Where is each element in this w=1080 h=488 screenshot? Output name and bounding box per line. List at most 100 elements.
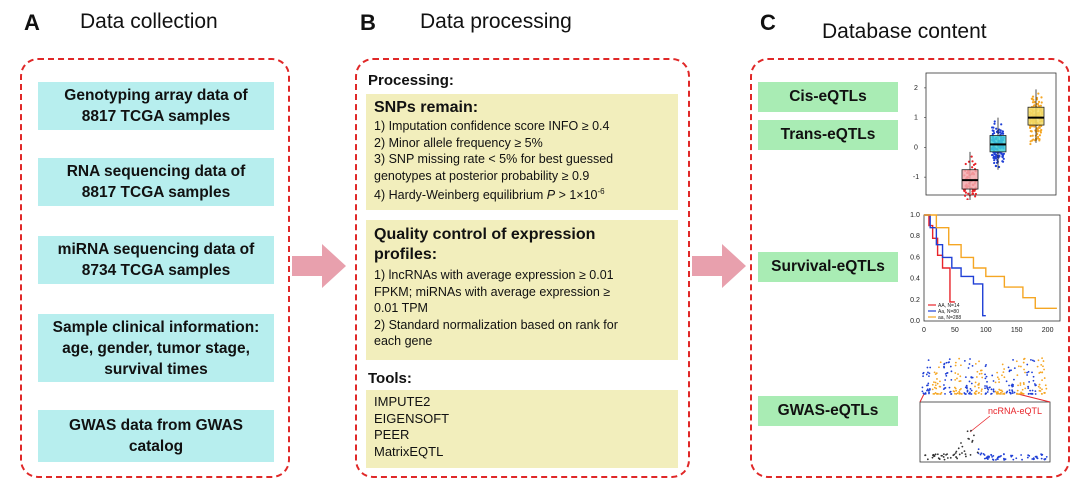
y-tick-label: 1 [914,115,918,122]
locus-point [996,457,999,460]
y-tick-label: 0.0 [910,318,920,325]
gwas-point [985,375,988,378]
tool-item: MatrixEQTL [374,443,444,459]
data-point [1037,92,1040,95]
tool-item: PEER [374,427,410,442]
locus-point [991,455,993,458]
locus-point [934,453,937,456]
gwas-point [1045,387,1048,390]
data-point [1001,155,1004,159]
locus-point [973,434,975,437]
gwas-point [992,390,995,392]
locus-point [932,454,934,457]
x-tick-label: 50 [951,327,959,334]
data-point [1033,125,1036,128]
gwas-annotation: ncRNA-eQTL [988,406,1042,416]
data-point [1037,100,1041,103]
locus-point [949,456,952,459]
gwas-point [960,393,963,395]
gwas-point [1026,371,1029,374]
locus-point [942,456,945,458]
y-tick-label: -1 [913,174,919,181]
gwas-point [949,365,952,368]
gwas-point [981,376,984,379]
data-point [1033,101,1036,104]
data-point [1035,96,1039,100]
locus-point [955,456,958,459]
gwas-point [1042,365,1044,368]
locus-point [1021,458,1023,461]
gwas-point [970,393,973,395]
gwas-point [939,393,941,395]
locus-point [1012,458,1015,461]
gwas-point [944,379,947,381]
locus-point [924,454,927,457]
gwas-point [1034,390,1037,393]
data-point [990,126,994,129]
gwas-point [954,361,957,364]
gwas-point [928,372,931,375]
data-point [998,155,1001,158]
gwas-point [996,371,999,374]
locus-point [977,448,980,451]
gwas-point [1013,391,1016,394]
locus-point [936,453,939,456]
gwas-point [928,391,930,394]
data-point [963,189,966,193]
locus-point [998,455,1001,458]
qc-item: FPKM; miRNAs with average expression ≥ [374,284,611,299]
gwas-point [1031,359,1034,362]
data-point [1036,135,1040,138]
gwas-point [934,381,937,384]
data-point [971,166,974,169]
gwas-point [989,386,991,389]
y-tick-label: 1.0 [910,212,920,219]
gwas-point [947,361,950,364]
locus-point [992,454,995,457]
gwas-point [1027,393,1030,395]
locus-point [954,452,957,454]
gwas-point [991,374,994,377]
locus-point [952,454,955,457]
gwas-point [986,391,989,393]
gwas-point [974,392,976,395]
collection-box-clinical: Sample clinical information: age, gender… [38,314,274,382]
legend-label: Aa, N=80 [938,309,959,315]
gwas-point [980,393,983,395]
gwas-point [966,390,969,393]
snps-item: 2) Minor allele frequency ≥ 5% [374,135,543,150]
gwas-point [965,393,967,395]
locus-point [987,455,989,458]
locus-point [1020,454,1023,456]
gwas-point [939,385,942,388]
data-point [1031,134,1034,137]
gwas-point [967,367,970,369]
gwas-point [968,380,971,383]
gwas-point [954,378,957,381]
gwas-point [944,393,946,395]
y-tick-label: 0.2 [910,297,920,304]
collection-box-mirna-seq: miRNA sequencing data of 8734 TCGA sampl… [38,236,274,284]
data-point [1001,160,1004,163]
locus-point [1000,454,1002,457]
gwas-point [924,392,927,395]
locus-point [966,430,969,433]
data-point [991,153,994,157]
arrow-right-icon [292,244,346,288]
gwas-point [948,358,951,361]
data-point [1028,126,1032,129]
data-point [1031,95,1035,98]
gwas-point [954,392,956,395]
gwas-point [971,364,974,367]
gwas-point [1020,391,1022,394]
gwas-point [948,386,951,389]
gwas-point [1023,383,1025,386]
gwas-point [953,390,956,393]
data-point [971,190,974,193]
locus-point [931,456,934,459]
hwe-exponent: -6 [597,187,605,196]
gwas-point [1008,391,1011,394]
gwas-point [979,369,982,372]
gwas-point [1041,357,1043,360]
